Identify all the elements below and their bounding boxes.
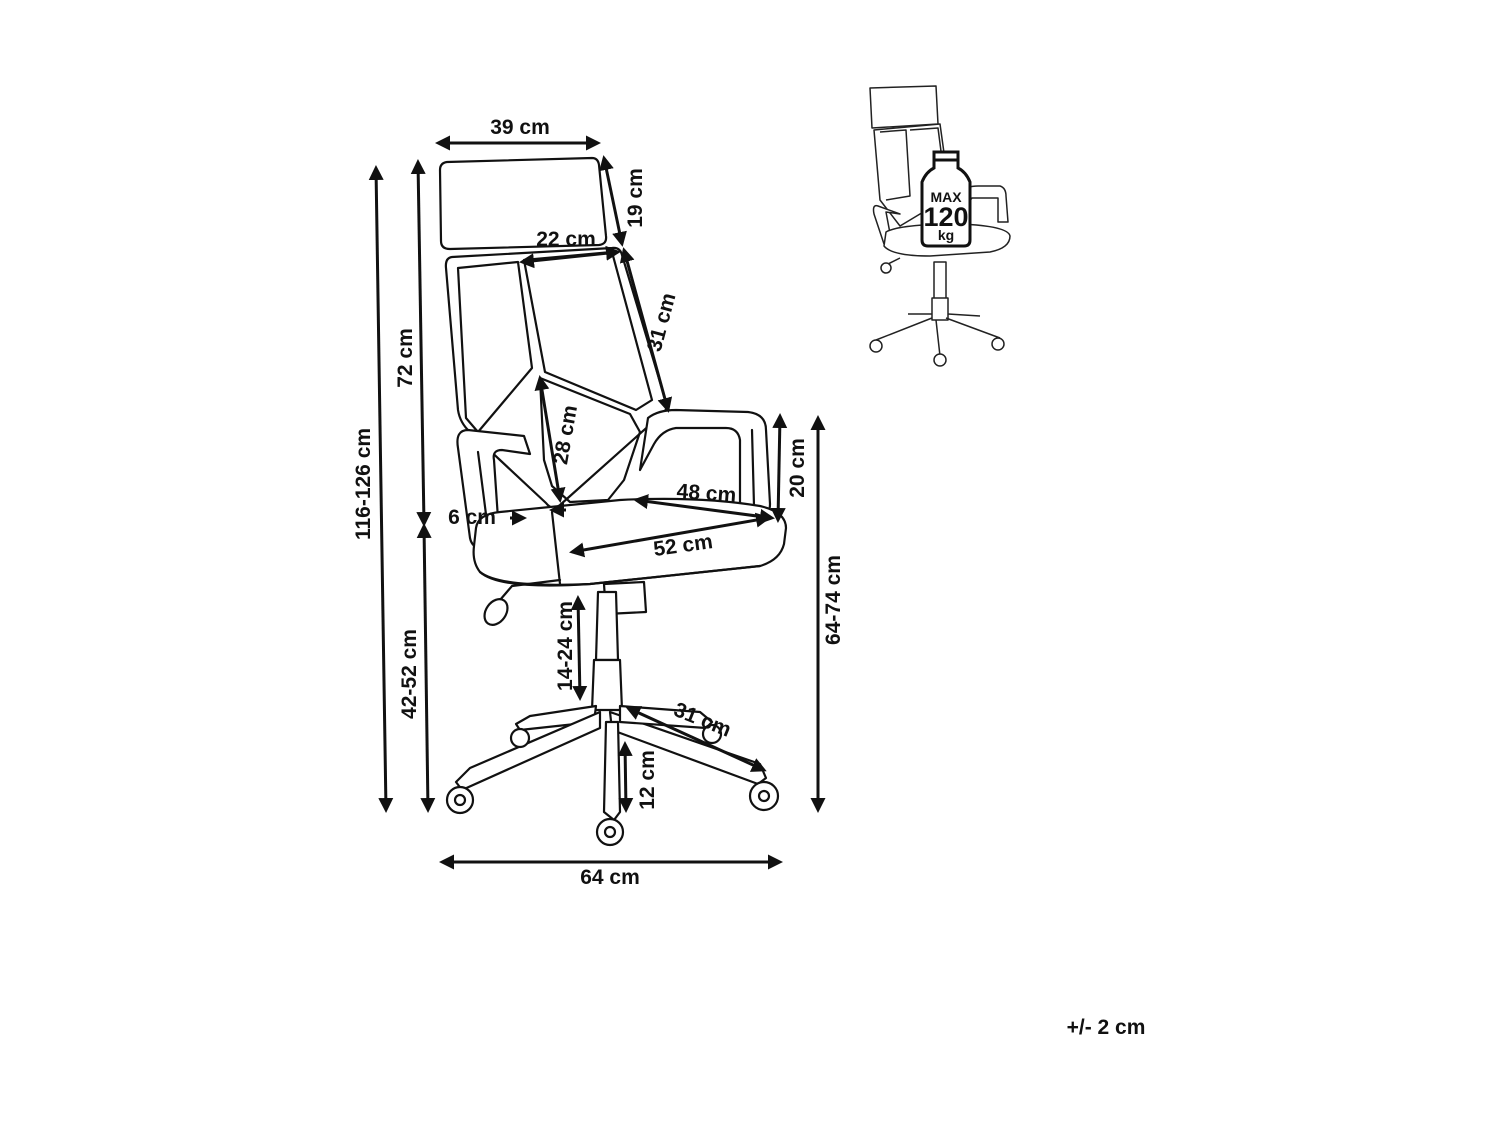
label-headrest-height: 19 cm bbox=[624, 168, 647, 228]
seat-side bbox=[550, 510, 562, 586]
label-backrest-upper-height: 31 cm bbox=[643, 291, 681, 354]
label-armrest-height: 64-74 cm bbox=[822, 555, 845, 645]
label-headrest-width: 39 cm bbox=[490, 116, 550, 139]
label-armrest-above-seat: 20 cm bbox=[786, 438, 809, 498]
dimension-arrows bbox=[368, 135, 826, 870]
tolerance-note: +/- 2 cm bbox=[1067, 1016, 1146, 1039]
label-seat-depth: 48 cm bbox=[676, 480, 737, 507]
backrest-panel-left bbox=[456, 260, 534, 434]
headrest bbox=[438, 156, 608, 251]
label-base-diameter: 64 cm bbox=[580, 866, 640, 889]
badge-max-label: MAX bbox=[930, 189, 962, 205]
label-gas-lift-range: 14-24 cm bbox=[554, 601, 577, 691]
tilt-lever bbox=[498, 578, 562, 602]
label-total-height: 116-126 cm bbox=[352, 428, 375, 540]
badge-weight-value: 120 bbox=[923, 202, 968, 232]
armrest-right-inner bbox=[750, 428, 756, 508]
gas-lift-upper bbox=[594, 590, 620, 662]
label-base-height: 12 cm bbox=[636, 750, 659, 810]
gas-lift-cover bbox=[590, 658, 624, 712]
badge-unit-label: kg bbox=[938, 227, 954, 243]
weight-capacity-badge: MAX 120 kg bbox=[920, 150, 972, 248]
tilt-lever-knob bbox=[483, 598, 509, 626]
seat-front-edge bbox=[478, 564, 762, 586]
label-seat-thickness: 6 cm bbox=[448, 506, 496, 529]
label-backrest-height: 72 cm bbox=[394, 328, 417, 388]
label-seat-height: 42-52 cm bbox=[398, 629, 421, 719]
label-backrest-top-width: 22 cm bbox=[536, 228, 596, 251]
